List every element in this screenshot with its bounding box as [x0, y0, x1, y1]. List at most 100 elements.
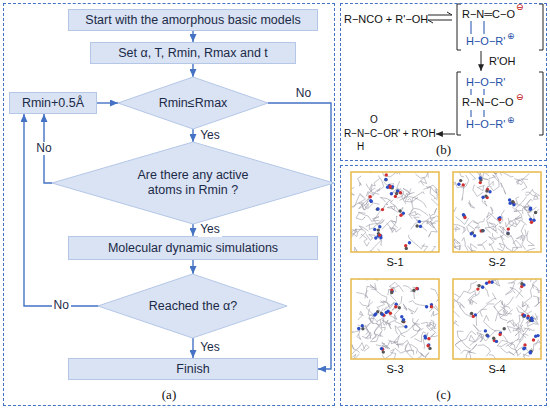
atom-dot: [485, 189, 488, 192]
atom-dot: [508, 198, 511, 201]
atom-dot: [399, 209, 402, 212]
flow-arrow: [192, 129, 193, 142]
bracket: [457, 4, 461, 50]
atom-dot: [380, 312, 383, 315]
atom-dot: [370, 200, 373, 203]
atom-dot: [404, 325, 407, 328]
atom-dot: [529, 218, 532, 221]
reactant-formula: R−NCO + R'−OH: [344, 13, 428, 26]
atom-dot: [424, 336, 427, 339]
atom-dot: [384, 178, 387, 181]
atom-dot: [498, 218, 501, 221]
charge-sign: ⊖: [516, 92, 524, 103]
atom-dot: [398, 306, 401, 309]
panel-label: (c): [436, 388, 450, 403]
charge-sign: ⊕: [507, 115, 515, 126]
bond-line: [471, 89, 484, 95]
atom-dot: [495, 340, 498, 343]
atom-dot: [390, 291, 393, 294]
atom-dot: [523, 346, 526, 349]
atom-dot: [381, 313, 384, 316]
node-text: Rmin≤Rmax: [159, 96, 228, 111]
atom-dot: [534, 335, 537, 338]
atom-dot: [506, 231, 509, 234]
node-text: Finish: [176, 362, 209, 377]
atom-dot: [361, 324, 364, 327]
atom-dot: [389, 312, 392, 315]
process-box: Rmin+0.5Å: [9, 92, 97, 114]
molecular-network: [453, 279, 541, 359]
atom-dot: [408, 241, 411, 244]
bond-line: [471, 21, 484, 34]
atom-dot: [488, 280, 491, 283]
atom-dot: [425, 305, 428, 308]
panel-label: (a): [162, 388, 176, 403]
atom-dot: [484, 194, 487, 197]
atom-dot: [529, 351, 532, 354]
snapshot-label: S-3: [386, 363, 403, 376]
atom-dot: [369, 195, 372, 198]
node-text: Are there any active atoms in Rmin ?: [126, 168, 261, 198]
intermediate-formula: R−N═C−O: [462, 8, 515, 21]
polymer-chains: [351, 172, 439, 252]
atom-dot: [402, 318, 405, 321]
polymer-chains: [453, 172, 541, 252]
atom-dot: [520, 282, 523, 285]
branch-label: Yes: [198, 129, 222, 143]
node-text: Reached the α?: [149, 299, 238, 314]
atom-dot: [526, 316, 529, 319]
bracket: [539, 4, 543, 50]
molecular-network: [351, 172, 439, 252]
node-text: Start with the amorphous basic models: [85, 13, 300, 28]
atom-dot: [399, 214, 402, 217]
atom-dot: [385, 311, 388, 314]
atom-dot: [395, 192, 398, 195]
flow-arrow: [192, 31, 193, 42]
reaction-lines: [428, 4, 543, 135]
atom-dot: [463, 216, 466, 219]
snapshot-frame: [351, 279, 439, 359]
atom-dot: [405, 247, 408, 250]
atom-dot: [376, 207, 379, 210]
atom-dot: [389, 185, 392, 188]
atom-dot: [457, 183, 460, 186]
atom-dot: [531, 319, 534, 322]
alcohol-formula: H−O−R': [466, 76, 505, 89]
branch-label: No: [52, 299, 71, 313]
atom-dot: [481, 286, 484, 289]
atom-dot: [523, 343, 526, 346]
snapshot-ground: [453, 279, 541, 359]
atom-dot: [427, 337, 430, 340]
atom-dot: [476, 287, 479, 290]
node-text: Rmin+0.5Å: [22, 96, 84, 111]
atom-dot: [479, 176, 482, 179]
decision-diamond: Are there any active atoms in Rmin ?: [52, 142, 334, 224]
snapshot-frame: [453, 172, 541, 252]
atom-dot: [376, 208, 379, 211]
atom-dot: [390, 192, 393, 195]
atom-dot: [472, 315, 475, 318]
atom-dot: [522, 315, 525, 318]
decision-diamond: Reached the α?: [98, 274, 287, 338]
atom-dot: [381, 208, 384, 211]
product-formula: R−N−C−OR' + R'OH: [344, 128, 436, 140]
atom-dot: [523, 314, 526, 317]
branch-label: Yes: [198, 341, 222, 355]
flow-arrow: [192, 338, 193, 358]
charge-sign: ⊖: [516, 2, 524, 13]
atom-dot: [385, 173, 388, 176]
snapshot-label: S-1: [386, 256, 403, 269]
atom-dot: [430, 305, 433, 308]
atom-dot: [380, 347, 383, 350]
atom-dot: [509, 202, 512, 205]
flow-arrow: [24, 114, 99, 306]
atom-dot: [427, 343, 430, 346]
atom-dot: [481, 229, 484, 232]
equilibrium-arrow: [428, 12, 452, 15]
atom-symbol: H: [357, 141, 364, 153]
atom-dot: [399, 191, 402, 194]
atom-dot: [485, 334, 488, 337]
node-text: Set α, T, Rmin, Rmax and t: [118, 46, 268, 61]
alcohol-formula: H−O−R': [466, 118, 505, 131]
atom-dot: [412, 289, 415, 292]
